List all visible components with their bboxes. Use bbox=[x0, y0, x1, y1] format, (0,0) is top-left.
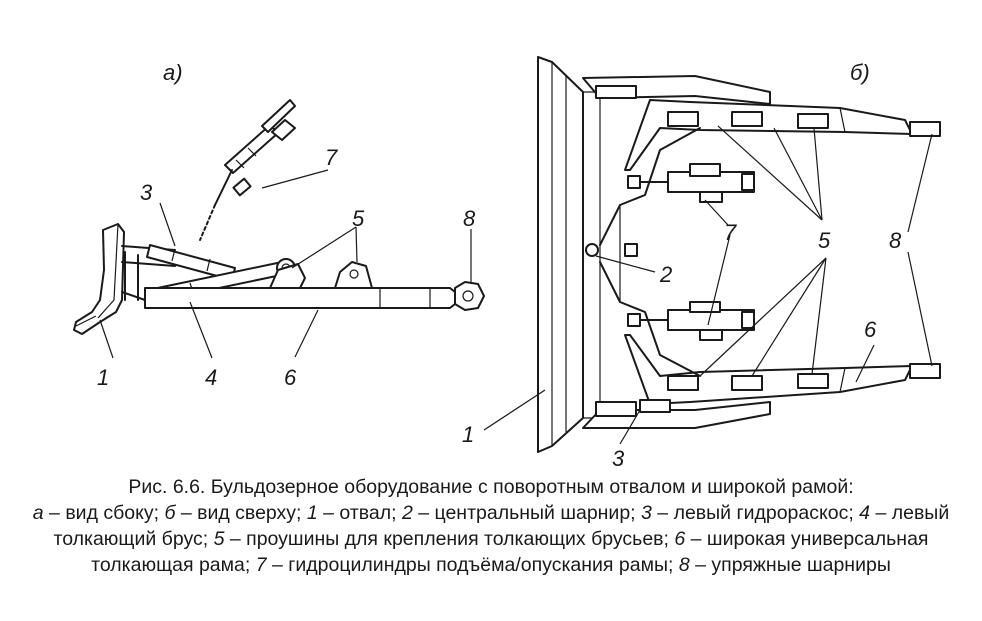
legend-item: 7 – гидроцилиндры подъёма/опускания рамы… bbox=[255, 554, 679, 576]
legend-item: 3 – левый гидрораскос; bbox=[641, 502, 860, 524]
top-view-label: б) bbox=[850, 60, 870, 85]
side-view: а) bbox=[73, 60, 485, 390]
top-hitch-upper bbox=[909, 121, 941, 137]
top-view: б) bbox=[462, 56, 941, 470]
top-lug-lower-2 bbox=[731, 375, 763, 391]
side-label-5: 5 bbox=[352, 206, 365, 231]
caption-title: Рис. 6.6. Бульдозерное оборудование с по… bbox=[128, 476, 854, 498]
side-label-8: 8 bbox=[463, 206, 476, 231]
top-lift-cylinder-upper bbox=[627, 163, 755, 203]
caption-legend: а – вид сбоку; б – вид сверху; 1 – отвал… bbox=[20, 500, 962, 578]
bulldozer-diagram: а) bbox=[73, 56, 941, 470]
top-lug-lower-1 bbox=[667, 375, 699, 391]
top-label-5: 5 bbox=[818, 228, 831, 253]
side-label-3: 3 bbox=[140, 180, 153, 205]
side-view-label: а) bbox=[163, 60, 183, 85]
top-label-3: 3 bbox=[612, 446, 625, 470]
top-label-1: 1 bbox=[462, 422, 474, 447]
top-hitch-lower bbox=[909, 363, 941, 379]
top-label-7: 7 bbox=[724, 220, 737, 245]
figure-caption: Рис. 6.6. Бульдозерное оборудование с по… bbox=[20, 474, 962, 578]
side-lift-cylinder bbox=[224, 124, 279, 174]
side-label-7: 7 bbox=[325, 145, 338, 170]
legend-item: 4 – левый толкающий брус; bbox=[53, 502, 950, 550]
top-label-8: 8 bbox=[889, 228, 902, 253]
top-center-hinge bbox=[585, 243, 599, 257]
top-label-6: 6 bbox=[864, 317, 877, 342]
legend-item: 6 – широкая универсальная толкающая рама… bbox=[91, 528, 929, 576]
legend-item: 8 – упряжные шарниры bbox=[678, 554, 891, 576]
side-label-4: 4 bbox=[205, 365, 217, 390]
top-lug-upper-3 bbox=[797, 113, 829, 129]
side-lug-1 bbox=[269, 263, 306, 289]
side-label-1: 1 bbox=[97, 365, 109, 390]
top-lug-upper-1 bbox=[667, 111, 699, 127]
legend-item: 5 – проушины для крепления толкающих бру… bbox=[213, 528, 675, 550]
side-lug-2 bbox=[334, 261, 373, 289]
legend-item: б – вид сверху; bbox=[164, 502, 307, 524]
side-blade bbox=[73, 223, 125, 335]
side-label-6: 6 bbox=[284, 365, 297, 390]
legend-item: а – вид сбоку; bbox=[32, 502, 165, 524]
top-lug-lower-3 bbox=[797, 373, 829, 389]
top-label-2: 2 bbox=[659, 262, 672, 287]
legend-item: 1 – отвал; bbox=[306, 502, 402, 524]
side-hitch bbox=[454, 281, 485, 311]
legend-item: 2 – центральный шарнир; bbox=[401, 502, 642, 524]
top-blade bbox=[537, 56, 584, 453]
top-lift-cylinder-lower bbox=[627, 301, 755, 341]
top-lug-upper-2 bbox=[731, 111, 763, 127]
